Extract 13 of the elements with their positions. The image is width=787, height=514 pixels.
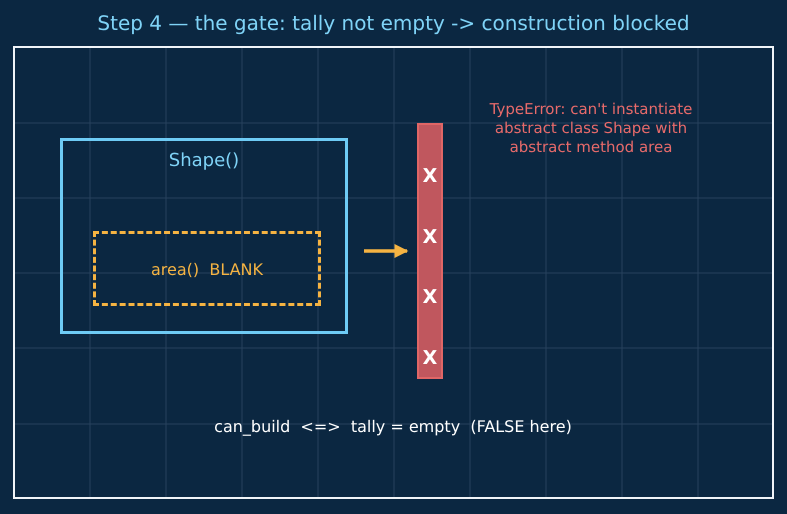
class-name: Shape(): [168, 150, 240, 171]
title: Step 4 — the gate: tally not empty -> construction blocked: [96, 11, 691, 35]
condition-note: can_build <=> tally = empty (FALSE here): [213, 417, 573, 436]
block-mark: X: [422, 286, 438, 308]
class-box: [60, 138, 348, 334]
block-mark: X: [422, 226, 438, 248]
arrow: [364, 244, 408, 258]
block-mark: X: [422, 165, 438, 187]
gate-bar: [417, 123, 443, 379]
method-box: [93, 231, 321, 306]
error-message: TypeError: can't instantiate abstract class Shape with abstract method area: [488, 100, 694, 156]
method-label: area() BLANK: [150, 260, 264, 279]
block-mark: X: [422, 346, 438, 368]
